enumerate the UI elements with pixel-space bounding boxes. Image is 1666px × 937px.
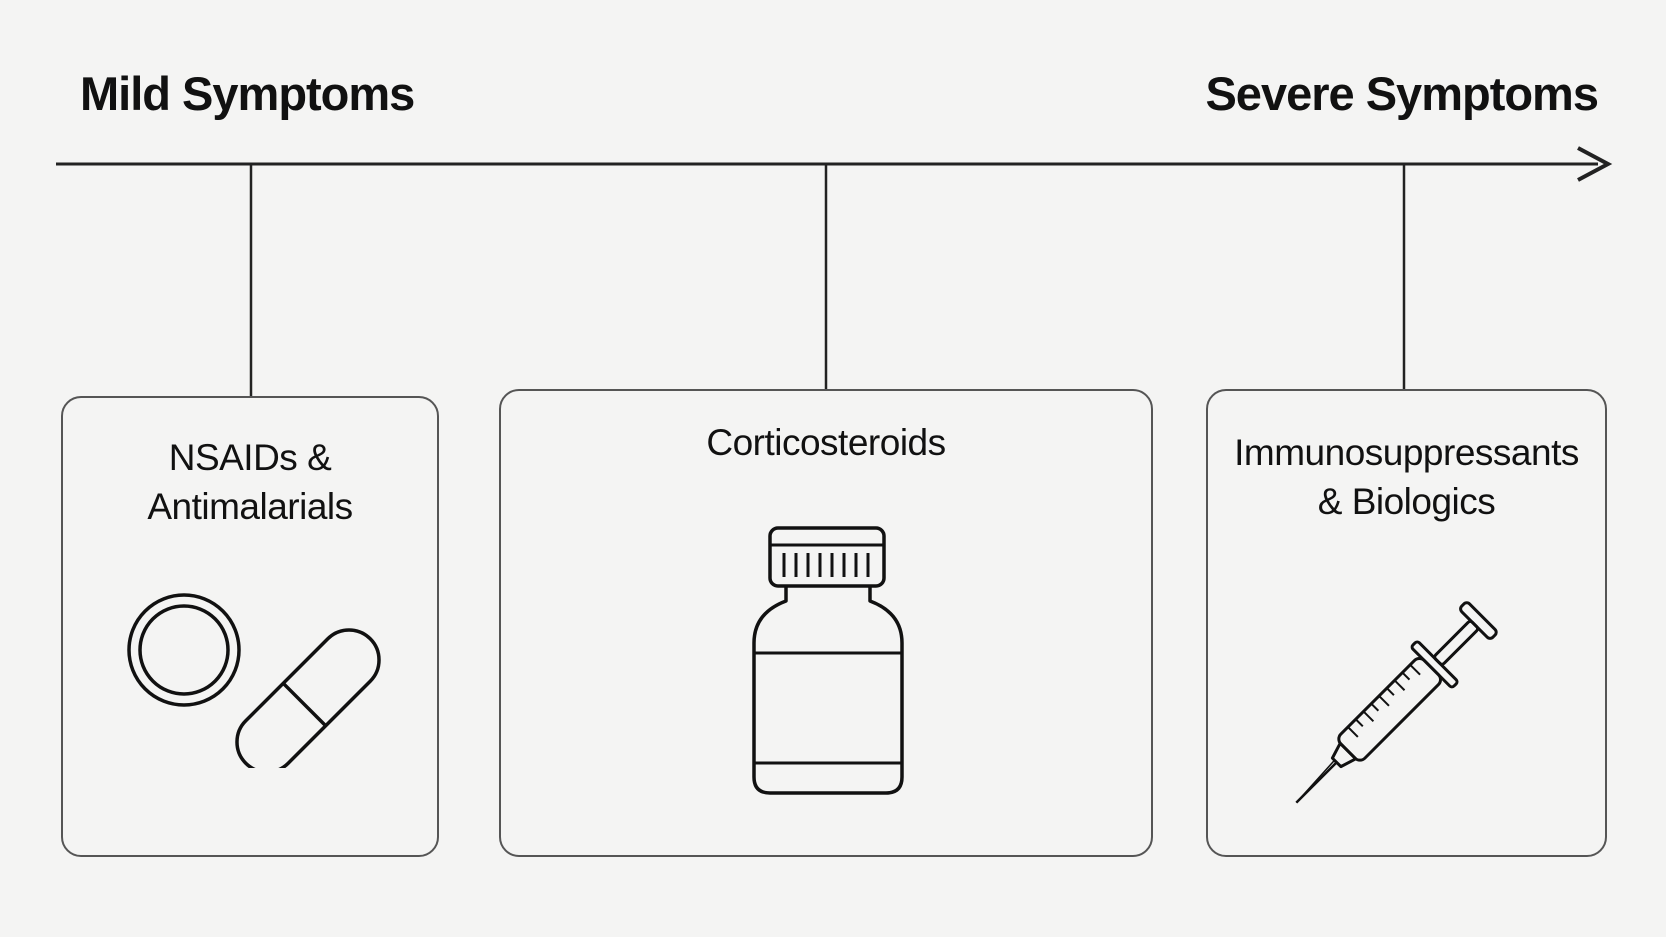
scale-end-label: Severe Symptoms <box>1205 67 1599 120</box>
treatment-card-corticosteroids: Corticosteroids <box>499 389 1153 857</box>
treatment-card-title: Immunosuppressants & Biologics <box>1208 428 1605 526</box>
pill-and-capsule-icon <box>127 593 381 768</box>
treatment-title-line-2: & Biologics <box>1317 481 1496 522</box>
treatment-title-line-1: NSAIDs & <box>168 437 332 478</box>
severity-axis-arrowhead <box>1577 146 1613 182</box>
treatment-title-line-1: Immunosuppressants <box>1234 432 1579 473</box>
treatment-title-line-2: Antimalarials <box>147 486 353 527</box>
treatment-title-line-1: Corticosteroids <box>706 422 946 463</box>
treatment-card-nsaids: NSAIDs & Antimalarials <box>61 396 439 857</box>
syringe-icon <box>1295 601 1498 804</box>
medicine-bottle-icon <box>752 526 904 795</box>
treatment-card-title: Corticosteroids <box>501 418 1151 467</box>
treatment-card-immunosuppressants: Immunosuppressants & Biologics <box>1206 389 1607 857</box>
scale-start-label: Mild Symptoms <box>80 67 415 120</box>
treatment-card-title: NSAIDs & Antimalarials <box>63 433 437 531</box>
